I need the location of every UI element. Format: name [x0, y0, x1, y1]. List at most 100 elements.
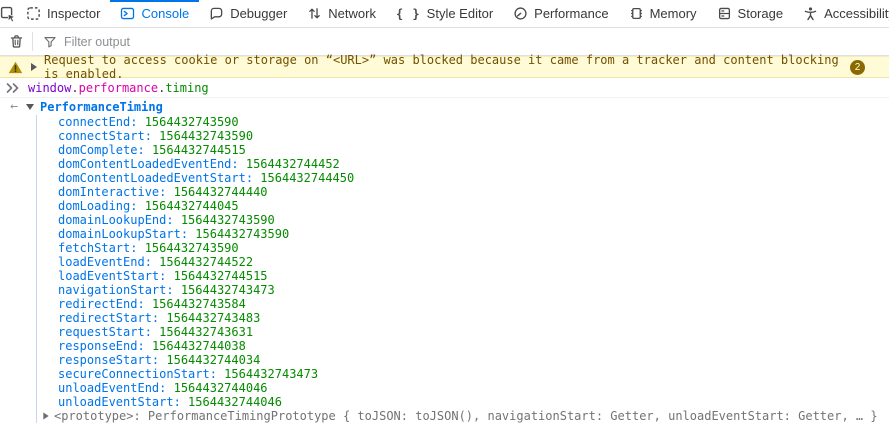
command-prompt-icon — [6, 82, 20, 94]
property-colon: : — [166, 213, 181, 227]
tab-inspector[interactable]: Inspector — [16, 0, 110, 27]
tab-storage[interactable]: Storage — [707, 0, 794, 27]
trash-icon — [9, 34, 24, 49]
pick-element-icon — [0, 6, 16, 22]
property-name: domainLookupEnd — [58, 213, 167, 227]
property-value: 1564432743590 — [180, 213, 275, 227]
property-colon: : — [173, 395, 189, 409]
object-property-row: requestStart: 1564432743631 — [37, 325, 889, 339]
property-colon: : — [137, 143, 152, 157]
property-name: redirectStart — [58, 311, 152, 325]
property-colon: : — [159, 381, 174, 395]
tab-debugger[interactable]: Debugger — [199, 0, 297, 27]
tab-label: Performance — [534, 6, 609, 21]
property-name: domLoading — [58, 199, 131, 213]
property-name: fetchStart — [58, 241, 131, 255]
property-colon: : — [159, 185, 174, 199]
property-value: 1564432743590 — [159, 129, 254, 143]
console-result-message: ← PerformanceTiming connectEnd: 15644327… — [0, 98, 889, 423]
network-arrows-icon — [307, 6, 322, 21]
property-name: connectStart — [58, 129, 145, 143]
tab-style-editor[interactable]: { } Style Editor — [386, 0, 503, 27]
collapse-object-twisty[interactable] — [26, 103, 34, 110]
object-property-row: connectEnd: 1564432743590 — [37, 115, 889, 129]
object-property-row: connectStart: 1564432743590 — [37, 129, 889, 143]
command-dot: . — [158, 80, 166, 95]
tab-label: Style Editor — [426, 6, 494, 21]
tab-label: Accessibility — [824, 6, 889, 21]
object-property-row: redirectEnd: 1564432743584 — [37, 297, 889, 311]
tab-performance[interactable]: Performance — [503, 0, 618, 27]
object-property-row: domainLookupStart: 1564432743590 — [37, 227, 889, 241]
object-property-row: domContentLoadedEventStart: 156443274445… — [37, 171, 889, 185]
prototype-text: <prototype>: PerformanceTimingPrototype … — [54, 409, 878, 423]
property-name: loadEventStart — [58, 269, 160, 283]
command-property: timing — [165, 80, 209, 95]
storage-icon — [717, 6, 732, 21]
object-property-row: domComplete: 1564432744515 — [37, 143, 889, 157]
tab-label: Inspector — [47, 6, 101, 21]
property-name: responseStart — [58, 353, 152, 367]
object-property-row: unloadEventStart: 1564432744046 — [37, 395, 889, 409]
object-property-row: fetchStart: 1564432743590 — [37, 241, 889, 255]
property-colon: : — [144, 255, 160, 269]
console-warning-message[interactable]: Request to access cookie or storage on “… — [0, 53, 889, 81]
property-name: requestStart — [58, 325, 145, 339]
property-colon: : — [151, 311, 167, 325]
tab-memory[interactable]: Memory — [619, 0, 707, 27]
property-value: 1564432743483 — [166, 311, 261, 325]
property-colon: : — [137, 339, 152, 353]
property-name: responseEnd — [58, 339, 138, 353]
tab-label: Network — [328, 6, 376, 21]
filter-output-input[interactable] — [64, 34, 889, 49]
property-value: 1564432743473 — [224, 367, 319, 381]
expand-warning-arrow[interactable] — [31, 63, 37, 71]
object-property-row: domLoading: 1564432744045 — [37, 199, 889, 213]
object-property-row: domainLookupEnd: 1564432743590 — [37, 213, 889, 227]
tab-network[interactable]: Network — [297, 0, 386, 27]
property-value: 1564432743590 — [195, 227, 290, 241]
property-value: 1564432744515 — [151, 143, 246, 157]
memory-chip-icon — [629, 6, 644, 21]
braces-icon: { } — [395, 6, 421, 21]
property-value: 1564432743590 — [144, 241, 239, 255]
property-name: unloadEventEnd — [58, 381, 160, 395]
property-colon: : — [166, 283, 181, 297]
gauge-icon — [513, 6, 528, 21]
property-value: 1564432743631 — [159, 325, 254, 339]
tab-console[interactable]: Console — [110, 0, 199, 27]
tab-label: Storage — [737, 6, 784, 21]
property-value: 1564432743584 — [151, 297, 246, 311]
result-object-header[interactable]: ← PerformanceTiming — [0, 98, 889, 115]
property-name: domInteractive — [58, 185, 160, 199]
command-text: window.performance.timing — [28, 81, 209, 95]
property-colon: : — [245, 171, 261, 185]
property-value: 1564432744034 — [166, 353, 261, 367]
object-property-row: secureConnectionStart: 1564432743473 — [37, 367, 889, 381]
prototype-row[interactable]: <prototype>: PerformanceTimingPrototype … — [37, 409, 889, 423]
property-value: 1564432744515 — [173, 269, 268, 283]
command-property: performance — [78, 80, 159, 95]
pick-element-button[interactable] — [0, 0, 16, 27]
warning-triangle-icon — [8, 60, 23, 75]
tab-label: Console — [141, 6, 190, 21]
clear-console-button[interactable] — [0, 28, 32, 55]
filter-bar-separator — [32, 32, 33, 51]
property-colon: : — [159, 269, 174, 283]
property-name: loadEventEnd — [58, 255, 145, 269]
property-value: 1564432744046 — [188, 395, 282, 409]
property-value: 1564432744440 — [173, 185, 268, 199]
tab-accessibility[interactable]: Accessibility — [793, 0, 889, 27]
expand-prototype-twisty[interactable] — [43, 412, 49, 420]
property-colon: : — [130, 115, 145, 129]
tab-label: Debugger — [230, 6, 288, 21]
property-name: domainLookupStart — [58, 227, 181, 241]
property-colon: : — [209, 367, 225, 381]
object-property-row: navigationStart: 1564432743473 — [37, 283, 889, 297]
property-value: 1564432744522 — [159, 255, 254, 269]
tab-label: Memory — [649, 6, 697, 21]
object-property-row: domContentLoadedEventEnd: 1564432744452 — [37, 157, 889, 171]
property-colon: : — [137, 297, 152, 311]
property-value: 1564432744038 — [151, 339, 246, 353]
command-dot: . — [71, 80, 79, 95]
